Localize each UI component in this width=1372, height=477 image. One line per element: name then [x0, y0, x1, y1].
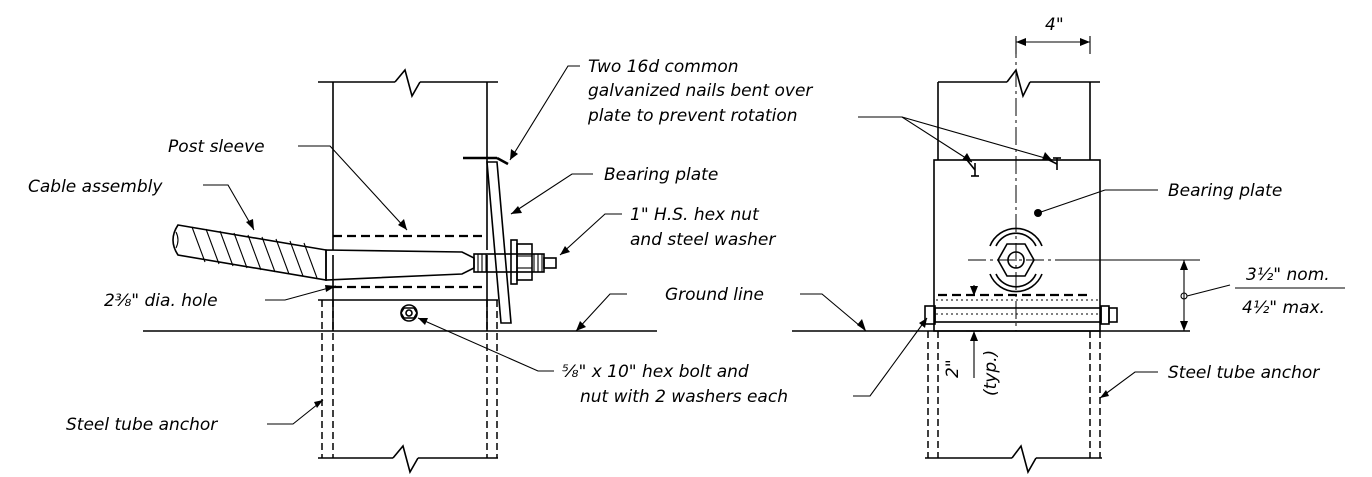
post-upper-right — [937, 68, 1100, 160]
bearing-plate-side — [463, 156, 512, 324]
label-cable-assembly: Cable assembly — [28, 177, 163, 197]
steel-tube-anchor-right — [925, 331, 1102, 475]
hex-bolt-front — [924, 305, 1118, 325]
dimension-bolt-height — [1060, 259, 1345, 331]
label-bearing-plate-left: Bearing plate — [604, 165, 718, 185]
label-dim-width: 4" — [1045, 15, 1064, 35]
side-view — [143, 68, 657, 475]
label-nails-2: galvanized nails bent over — [588, 81, 813, 101]
front-view — [792, 36, 1345, 475]
text-labels: Two 16d common galvanized nails bent ove… — [28, 15, 1330, 435]
bearing-plate-front — [933, 159, 1101, 332]
label-dim-nom: 3½" nom. — [1246, 265, 1330, 285]
label-hex-nut-2: and steel washer — [630, 230, 776, 250]
label-nails-1: Two 16d common — [588, 57, 739, 77]
label-nails-3: plate to prevent rotation — [587, 106, 798, 126]
label-steel-tube-right: Steel tube anchor — [1168, 363, 1320, 383]
label-bearing-plate-right: Bearing plate — [1168, 181, 1282, 201]
label-bolt-1: ⅝" x 10" hex bolt and — [562, 362, 749, 382]
label-hole-dia: 2⅜" dia. hole — [104, 291, 218, 311]
label-hex-nut-1: 1" H.S. hex nut — [630, 205, 760, 225]
label-ground-line: Ground line — [665, 285, 764, 305]
post-sleeve-outline — [318, 255, 498, 331]
label-post-sleeve: Post sleeve — [168, 137, 265, 157]
dimension-4in — [1015, 36, 1091, 54]
label-bolt-2: nut with 2 washers each — [580, 387, 788, 407]
steel-tube-anchor-left — [318, 300, 498, 475]
label-steel-tube-left: Steel tube anchor — [66, 415, 218, 435]
nails-front — [966, 157, 1061, 177]
post-upper-left — [318, 68, 498, 250]
leader-lines — [203, 65, 1158, 425]
hex-bolt-side — [400, 304, 418, 322]
hex-nut-front — [989, 227, 1043, 293]
label-dim-max: 4½" max. — [1242, 298, 1325, 318]
dimension-2in-typ — [966, 285, 982, 378]
label-dim-typ-note: (typ.) — [981, 350, 1001, 396]
cable-assembly-side — [172, 224, 557, 285]
label-dim-typ-value: 2" — [943, 359, 963, 378]
